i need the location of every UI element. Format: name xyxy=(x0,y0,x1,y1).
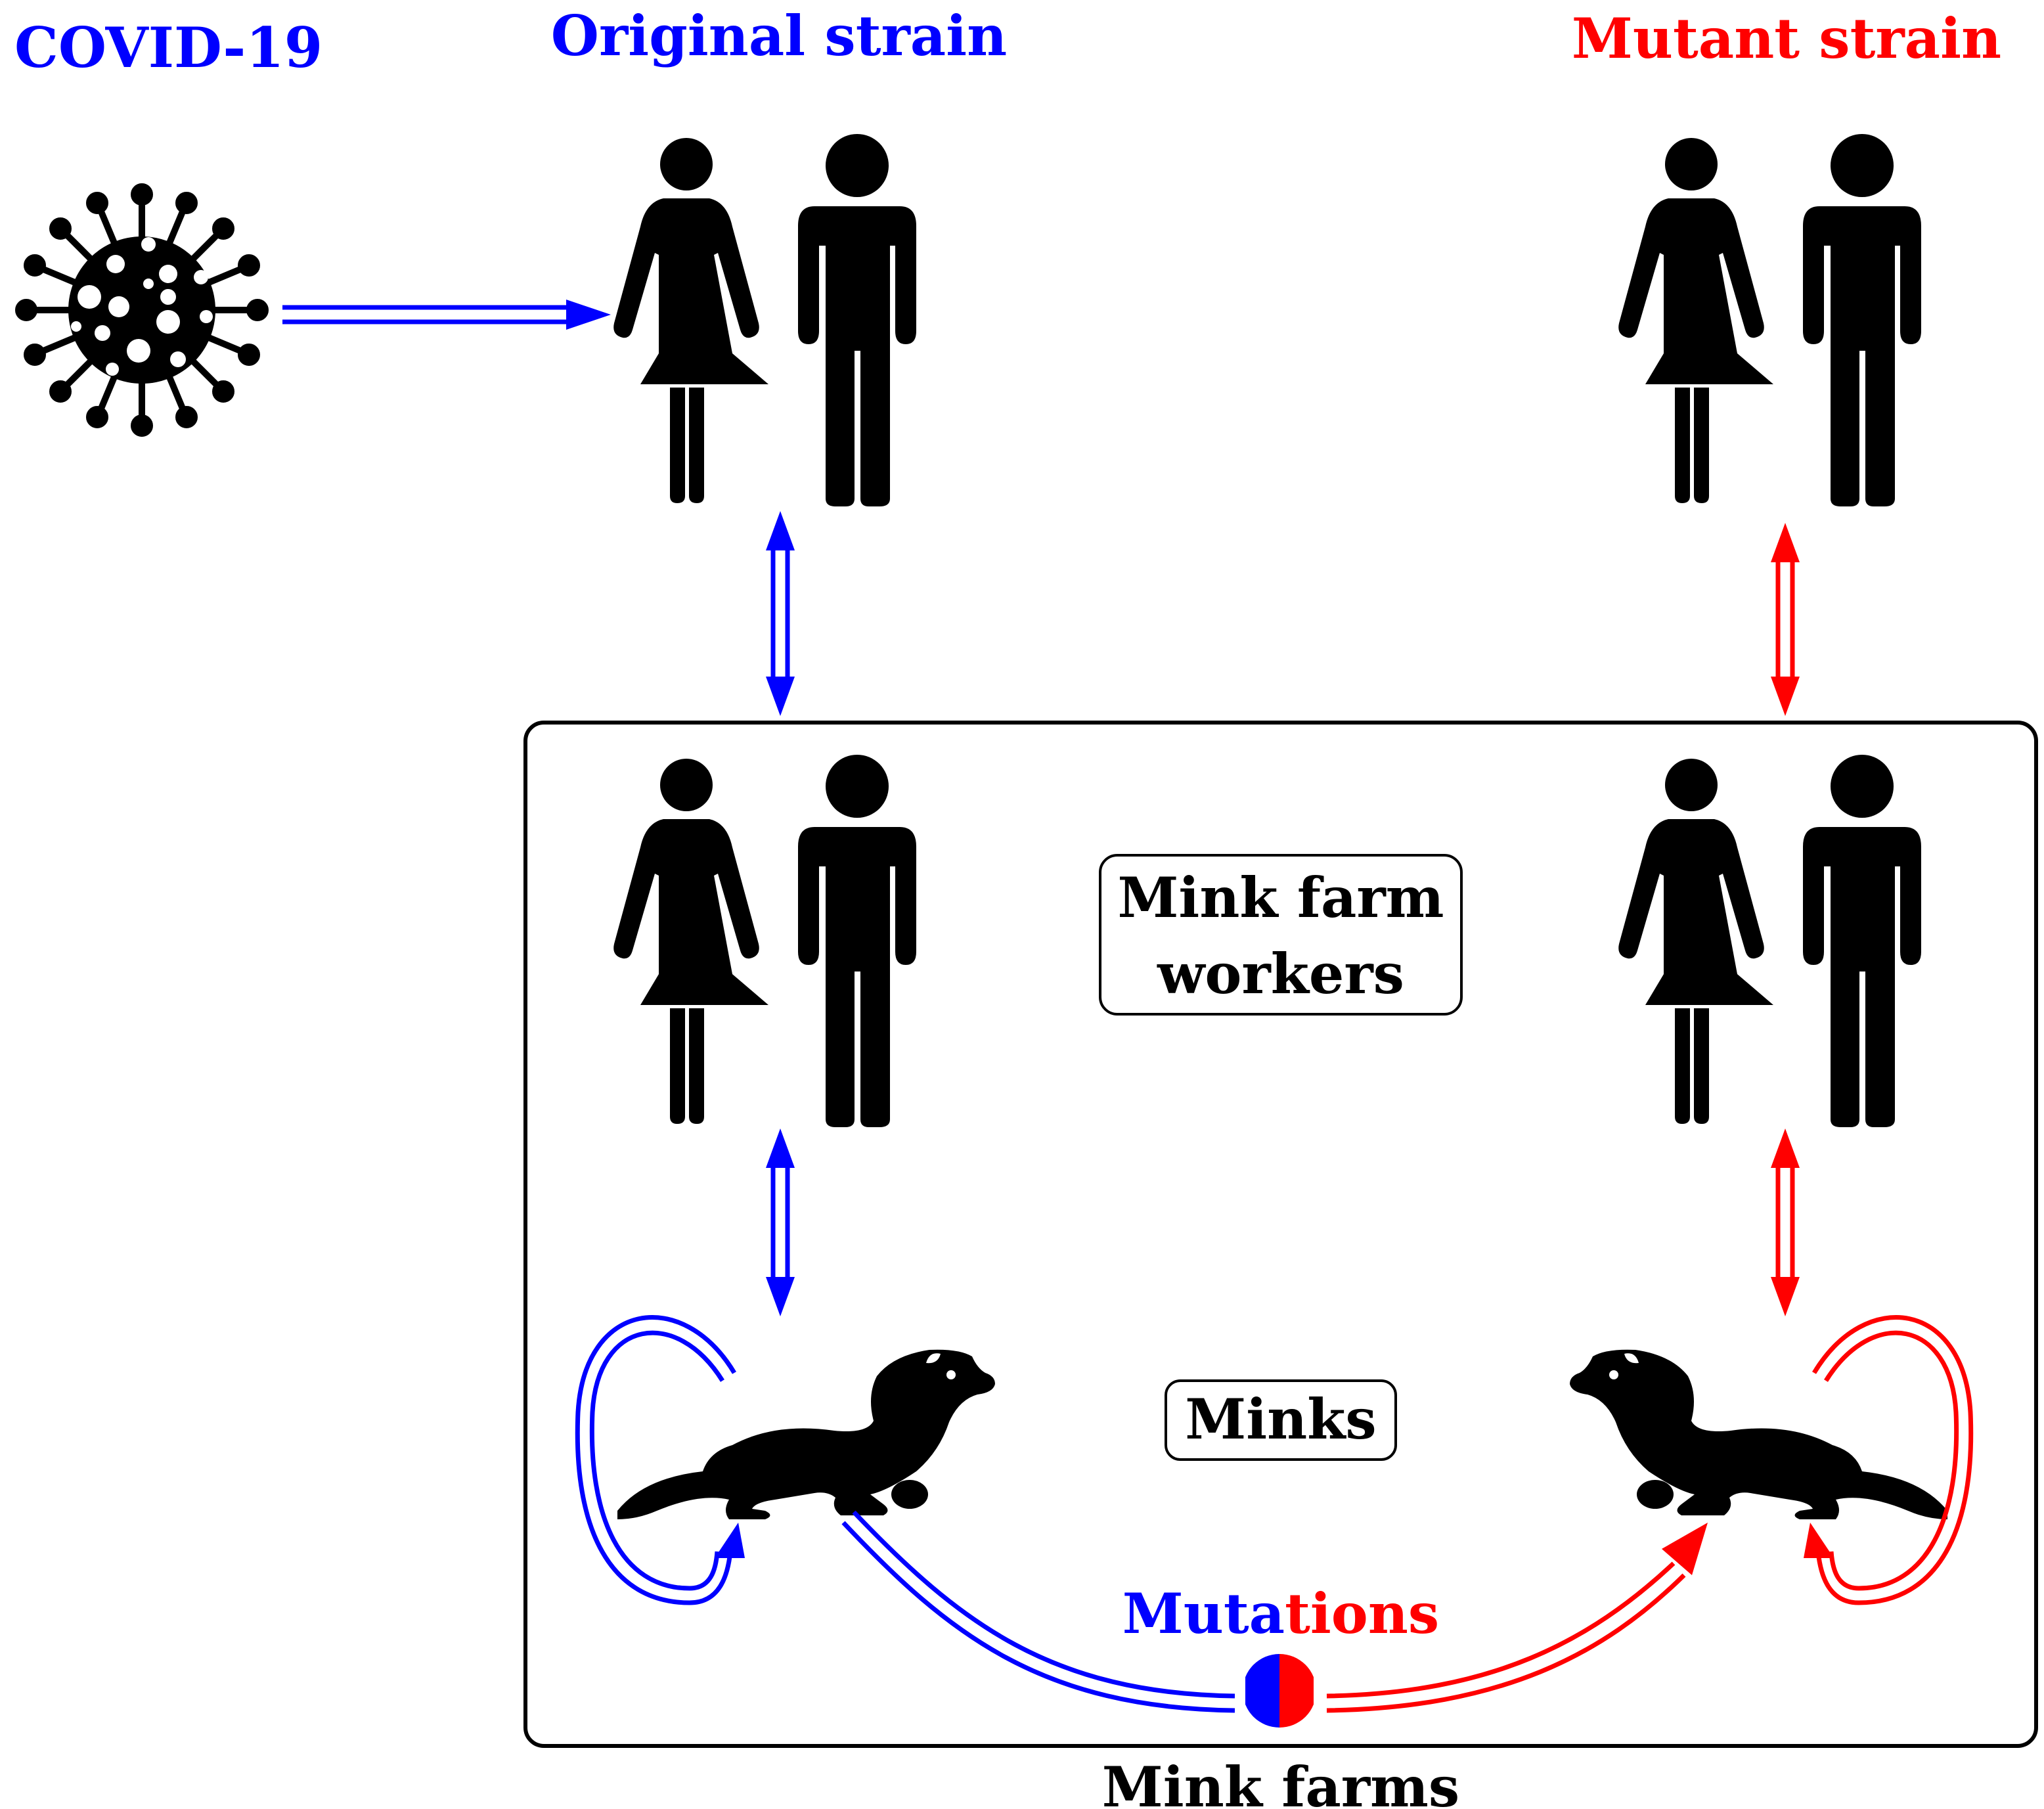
minks-label: Minks xyxy=(1185,1387,1376,1452)
workers-label-box xyxy=(1099,854,1463,1016)
mutant-strain-label: Mutant strain xyxy=(1572,6,2001,71)
original-workers-minks-arrow xyxy=(766,1128,795,1316)
coronavirus-icon xyxy=(15,183,269,437)
original-strain-people-icon xyxy=(613,134,916,506)
workers-label-line1: Mink farm xyxy=(1117,865,1444,930)
mutant-mink-self-loop xyxy=(1812,1315,1974,1605)
mutation-to-mutant-mink-curve xyxy=(1326,1561,1686,1713)
covid-label: COVID-19 xyxy=(14,15,322,80)
mutations-label-part2: tions xyxy=(1285,1581,1439,1646)
minks-label-box xyxy=(1165,1379,1397,1461)
original-people-workers-arrow xyxy=(766,511,795,716)
mutant-mink-icon xyxy=(1570,1349,1947,1519)
original-mink-self-loop-arrowhead xyxy=(715,1523,745,1558)
original-workers-people-icon xyxy=(613,755,916,1127)
mutant-people-workers-arrow xyxy=(1771,523,1800,716)
mutations-label: Mutations xyxy=(1122,1581,1439,1646)
virus-to-people-arrowhead xyxy=(566,300,611,330)
mutation-to-mutant-mink-arrowhead xyxy=(1662,1523,1708,1575)
mink-farms-label: Mink farms xyxy=(1102,1754,1459,1809)
virus-to-people-arrow xyxy=(282,305,571,324)
mink-farms-box xyxy=(523,721,2038,1748)
mutation-icon xyxy=(1245,1654,1314,1728)
mutant-workers-people-icon xyxy=(1618,755,1921,1127)
mutant-workers-minks-arrow xyxy=(1771,1128,1800,1316)
original-mink-self-loop xyxy=(575,1315,736,1605)
mutant-strain-people-icon xyxy=(1618,134,1921,506)
mutations-label-part1: Muta xyxy=(1122,1581,1285,1646)
original-mink-to-mutation-curve xyxy=(841,1510,1235,1713)
original-strain-label: Original strain xyxy=(551,3,1007,68)
original-mink-icon xyxy=(617,1349,995,1519)
workers-label-line2: workers xyxy=(1157,941,1404,1006)
mutant-mink-self-loop-arrowhead xyxy=(1804,1523,1834,1558)
